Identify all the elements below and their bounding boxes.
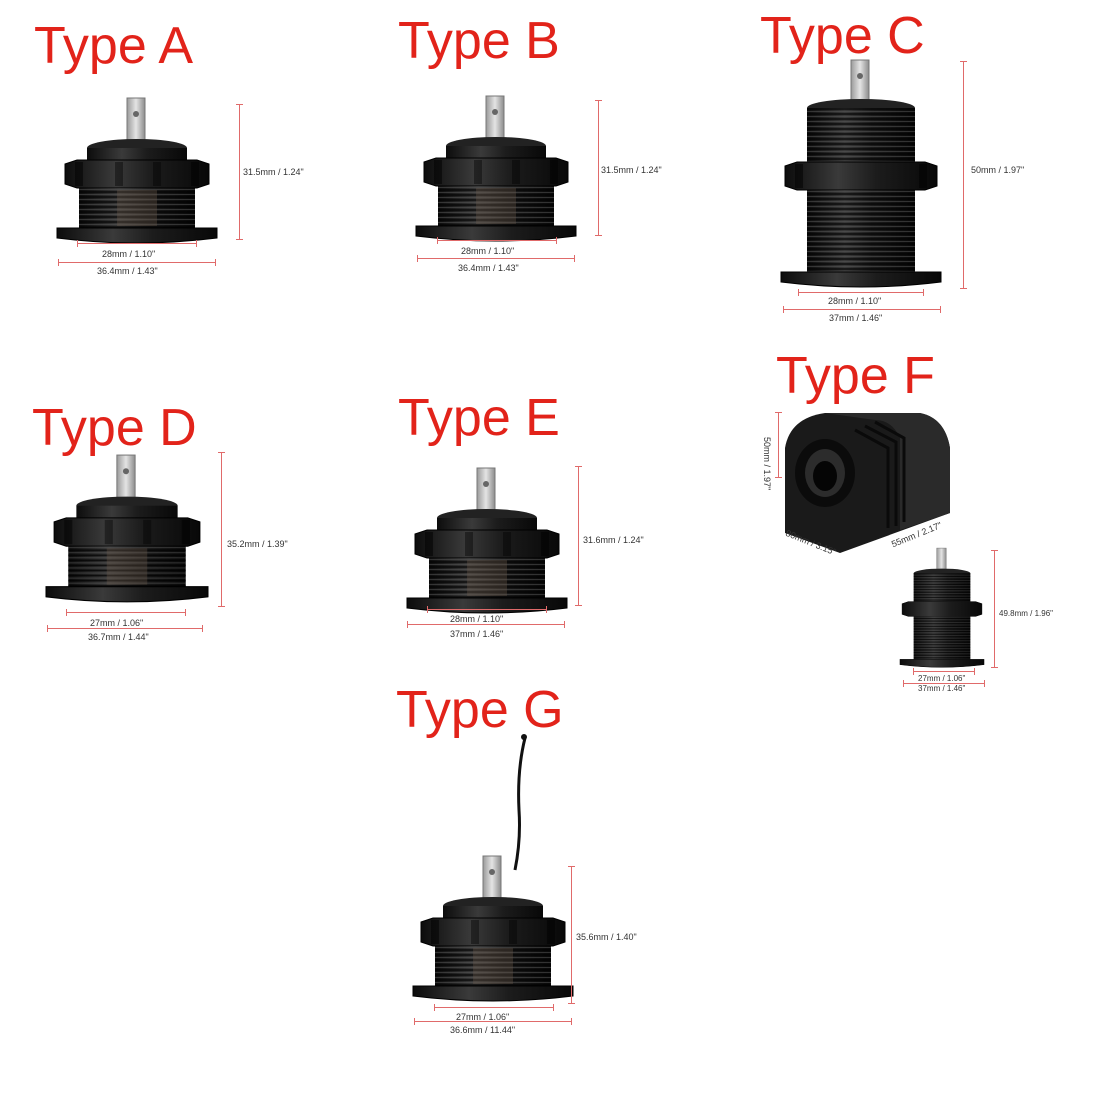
- type-g-height-label: 35.6mm / 1.40": [576, 932, 637, 942]
- type-f-label: Type F: [776, 347, 935, 405]
- type-c-outer-diameter-label: 37mm / 1.46": [829, 313, 883, 323]
- type-f-socket-outer-diameter-label: 37mm / 1.46": [918, 684, 966, 693]
- type-a-label: Type A: [34, 17, 193, 75]
- type-b-height-label: 31.5mm / 1.24": [601, 165, 662, 175]
- type-e-outer-diameter-label: 37mm / 1.46": [450, 629, 504, 639]
- type-g-inner-diameter-label: 27mm / 1.06": [456, 1012, 510, 1022]
- type-a-height-label: 31.5mm / 1.24": [243, 167, 304, 177]
- type-d-inner-diameter-label: 27mm / 1.06": [90, 618, 144, 628]
- type-d-height-label: 35.2mm / 1.39": [227, 539, 288, 549]
- type-a-socket-image: [56, 97, 218, 244]
- type-d-label: Type D: [32, 399, 197, 457]
- type-b-label: Type B: [398, 12, 560, 70]
- type-g-socket-image: [412, 734, 574, 1002]
- type-e-label: Type E: [398, 389, 560, 447]
- type-f-housing-image: [785, 413, 950, 553]
- type-e-height-label: 31.6mm / 1.24": [583, 535, 644, 545]
- type-b-inner-diameter-label: 28mm / 1.10": [461, 246, 515, 256]
- type-d-socket-image: [45, 454, 209, 603]
- type-d-outer-diameter-label: 36.7mm / 1.44": [88, 632, 149, 642]
- type-g-outer-diameter-label: 36.6mm / 11.44": [450, 1025, 516, 1035]
- type-e-inner-diameter-label: 28mm / 1.10": [450, 614, 504, 624]
- type-e-socket-image: [406, 467, 568, 614]
- type-g-label: Type G: [396, 681, 564, 739]
- type-c-inner-diameter-label: 28mm / 1.10": [828, 296, 882, 306]
- type-c-height-label: 50mm / 1.97": [971, 165, 1025, 175]
- type-b-socket-image: [415, 95, 577, 242]
- type-f-socket-image: [899, 547, 985, 668]
- type-a-inner-diameter-label: 28mm / 1.10": [102, 249, 156, 259]
- type-f-socket-inner-diameter-label: 27mm / 1.06": [918, 674, 966, 683]
- type-c-socket-image: [780, 59, 942, 288]
- type-f-housing-height-label: 50mm / 1.97": [762, 437, 772, 491]
- type-f-socket-height-label: 49.8mm / 1.96": [999, 609, 1053, 618]
- type-c-label: Type C: [760, 7, 925, 65]
- type-a-outer-diameter-label: 36.4mm / 1.43": [97, 266, 158, 276]
- type-b-outer-diameter-label: 36.4mm / 1.43": [458, 263, 519, 273]
